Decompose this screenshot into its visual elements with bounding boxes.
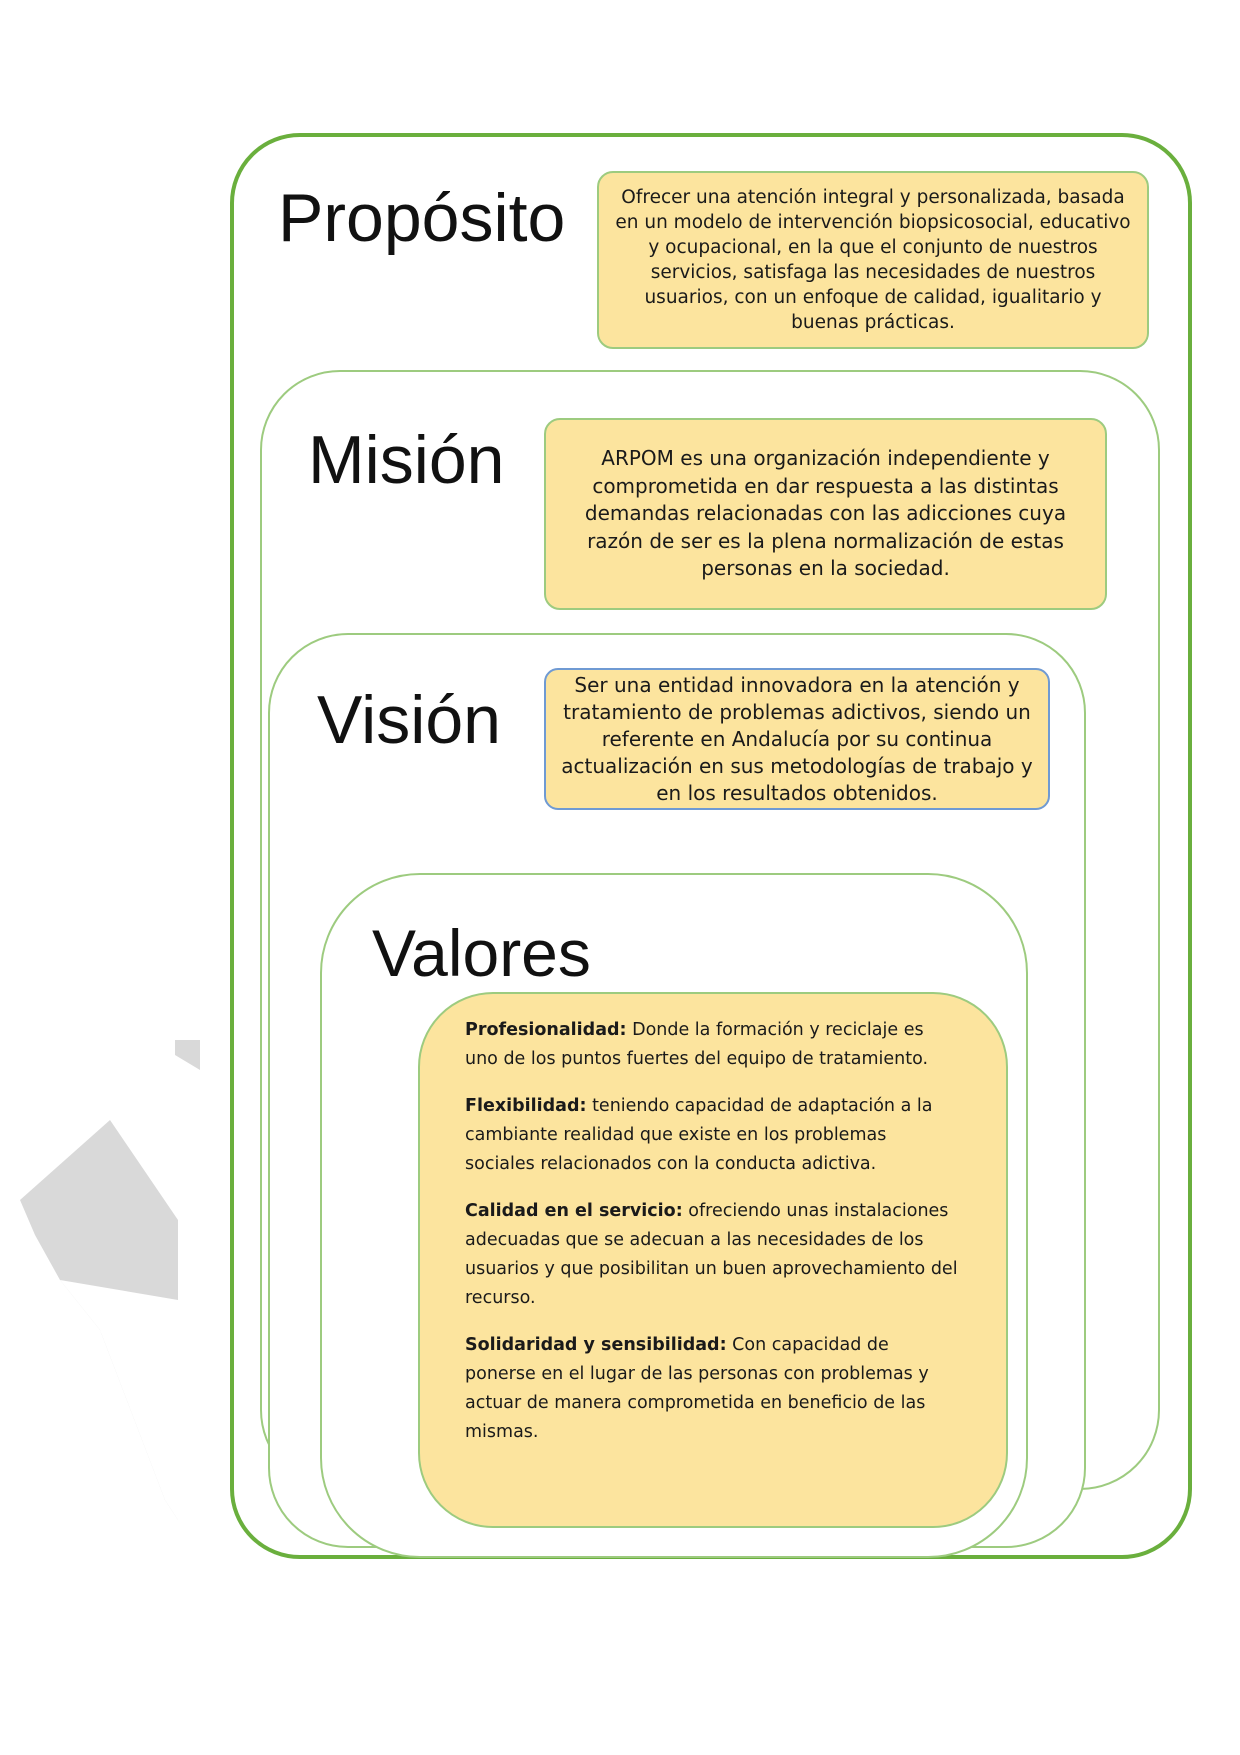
valor-item: Profesionalidad: Donde la formación y re… bbox=[465, 1016, 961, 1074]
valor-title: Profesionalidad: bbox=[465, 1020, 627, 1040]
valor-text: ofreciendo unas instalaciones adecuadas … bbox=[465, 1201, 958, 1308]
proposito-text: Ofrecer una atención integral y personal… bbox=[615, 187, 1131, 333]
valor-text: Donde la formación y reciclaje es uno de… bbox=[465, 1020, 929, 1069]
watermark-shape bbox=[20, 1040, 200, 1520]
valor-text: teniendo capacidad de adaptación a la ca… bbox=[465, 1096, 933, 1174]
mision-textbox: ARPOM es una organización independiente … bbox=[544, 418, 1107, 610]
vision-heading: Visión bbox=[317, 682, 501, 758]
valor-title: Flexibilidad: bbox=[465, 1096, 587, 1116]
proposito-heading: Propósito bbox=[278, 180, 566, 256]
valor-item: Flexibilidad: teniendo capacidad de adap… bbox=[465, 1092, 961, 1179]
valor-text: Con capacidad de ponerse en el lugar de … bbox=[465, 1335, 929, 1442]
valores-heading: Valores bbox=[372, 916, 591, 990]
valor-title: Calidad en el servicio: bbox=[465, 1201, 683, 1221]
valores-textbox: Profesionalidad: Donde la formación y re… bbox=[418, 992, 1008, 1528]
vision-textbox: Ser una entidad innovadora en la atenció… bbox=[544, 668, 1050, 810]
vision-text: Ser una entidad innovadora en la atenció… bbox=[561, 672, 1033, 805]
valor-item: Calidad en el servicio: ofreciendo unas … bbox=[465, 1197, 961, 1313]
proposito-textbox: Ofrecer una atención integral y personal… bbox=[597, 171, 1149, 349]
valor-item: Solidaridad y sensibilidad: Con capacida… bbox=[465, 1331, 961, 1447]
mision-text: ARPOM es una organización independiente … bbox=[584, 446, 1067, 581]
valor-title: Solidaridad y sensibilidad: bbox=[465, 1335, 727, 1355]
watermark-graphic bbox=[0, 1000, 200, 1520]
mision-heading: Misión bbox=[308, 422, 505, 498]
